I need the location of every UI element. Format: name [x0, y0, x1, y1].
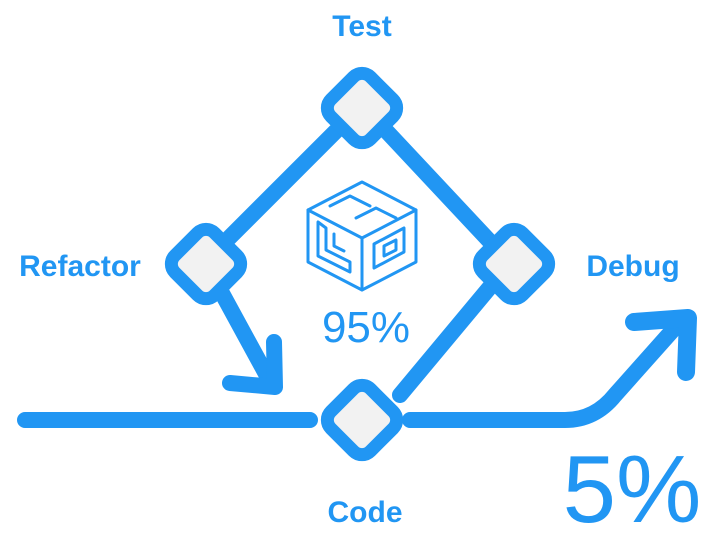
node-refactor	[164, 222, 248, 306]
node-label-debug: Debug	[586, 250, 679, 283]
flow-line	[17, 314, 688, 428]
arrow-down-right-icon	[222, 334, 283, 395]
node-debug	[472, 222, 556, 306]
node-label-code: Code	[328, 496, 403, 529]
arrow-up-right-icon	[625, 309, 697, 381]
node-code	[320, 378, 404, 462]
node-label-test: Test	[332, 10, 391, 43]
node-test	[320, 66, 404, 150]
edge-test-refactor	[197, 97, 370, 270]
exit-percent: 5%	[563, 436, 702, 543]
center-percent: 95%	[322, 303, 410, 352]
code-cube-icon	[306, 180, 418, 292]
node-label-refactor: Refactor	[19, 250, 141, 283]
